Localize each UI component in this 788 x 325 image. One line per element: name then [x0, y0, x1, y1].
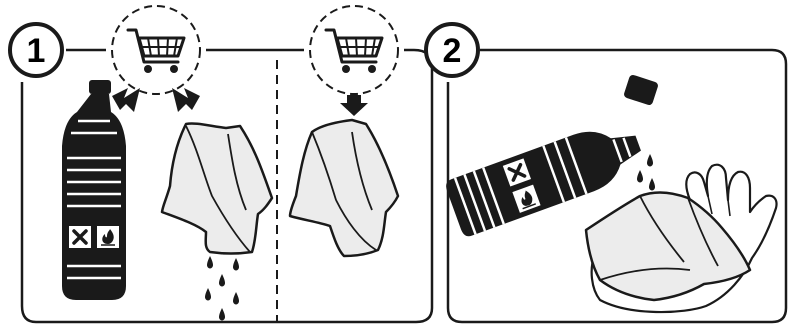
panel-step-1: 1 [10, 6, 432, 322]
shopping-cart-icon [310, 6, 398, 94]
step-1-number: 1 [27, 32, 46, 70]
liquid-drops [205, 256, 239, 321]
step-2-number: 2 [443, 32, 462, 70]
liquid-drops [637, 154, 655, 191]
step-2-badge: 2 [426, 24, 478, 76]
step-1-badge: 1 [10, 24, 62, 76]
chemical-bottle [62, 80, 126, 300]
arrow-down-right-icon [172, 88, 200, 112]
panel-step-2: 2 [426, 24, 786, 322]
arrow-down-icon [340, 95, 368, 116]
arrow-down-left-icon [112, 88, 140, 112]
harmful-x-hazard-icon [69, 226, 91, 248]
flammable-flame-hazard-icon [97, 226, 119, 248]
shopping-cart-icon [112, 6, 200, 94]
cleaning-cloth [162, 123, 272, 253]
cleaning-cloth [290, 120, 398, 256]
bottle-cap [623, 74, 659, 106]
